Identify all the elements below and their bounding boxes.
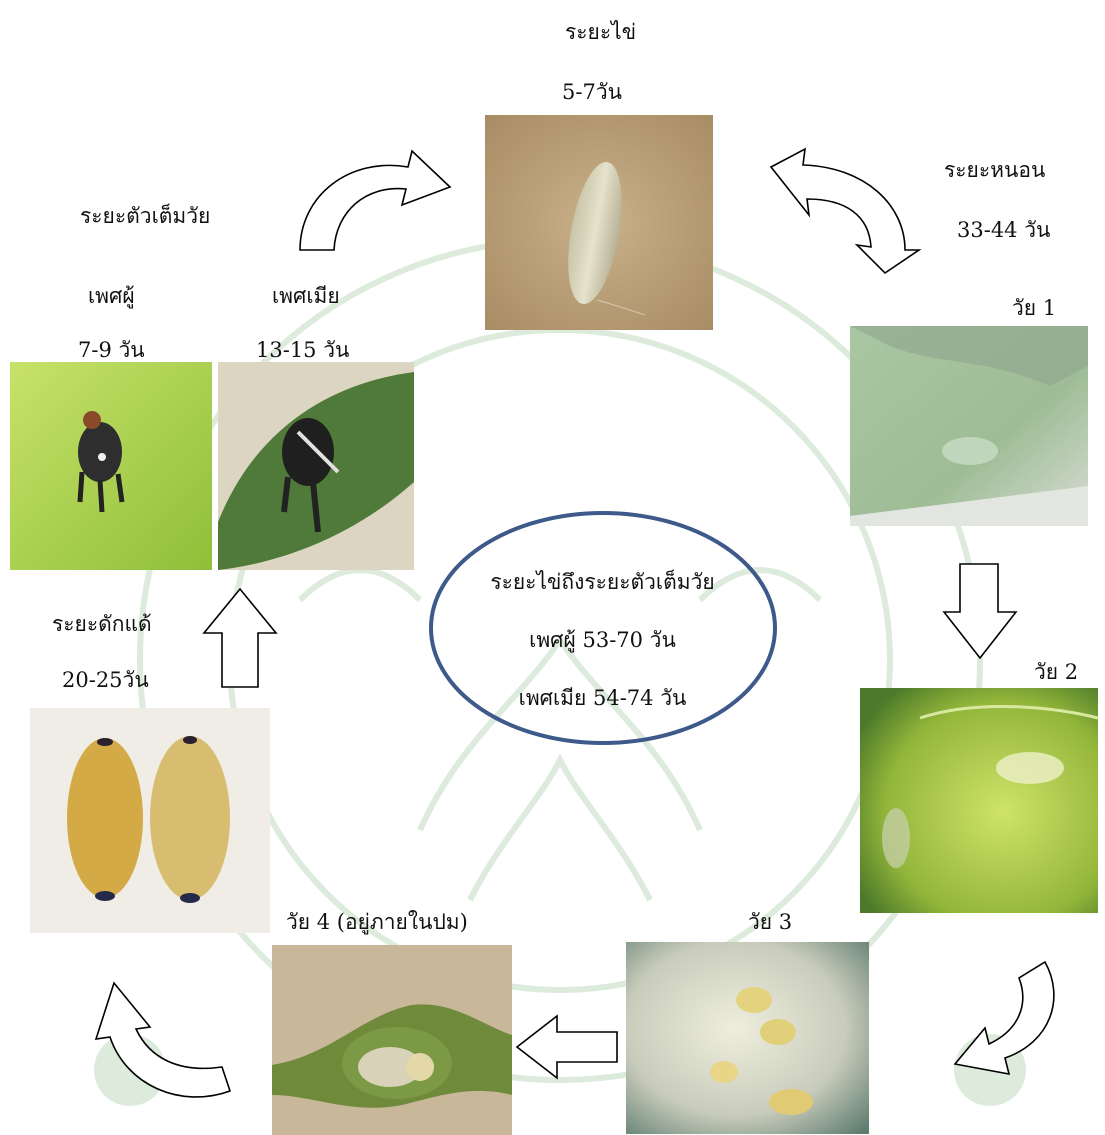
pupa-photo [30, 708, 270, 933]
arrow-instar2-to-instar3 [915, 958, 1065, 1098]
egg-stage-duration: 5-7วัน [562, 82, 622, 103]
egg-photo [485, 115, 713, 330]
adult-male-duration: 7-9 วัน [78, 340, 145, 361]
instar2-photo [860, 688, 1098, 913]
arrow-instar3-to-instar4 [515, 1012, 620, 1082]
instar4-label: วัย 4 (อยู่ภายในปม) [286, 912, 468, 933]
adult-female-duration: 13-15 วัน [256, 340, 349, 361]
adult-female-photo [218, 362, 414, 570]
adult-male-photo [10, 362, 212, 570]
larva-stage-title: ระยะหนอน [944, 160, 1045, 181]
instar1-label: วัย 1 [1012, 298, 1056, 319]
instar1-photo [850, 326, 1088, 526]
instar3-photo [626, 942, 869, 1134]
arrow-egg-to-larva [765, 145, 925, 275]
arrow-instar4-to-pupa [90, 975, 240, 1110]
larva-stage-duration: 33-44 วัน [957, 220, 1050, 241]
arrow-pupa-to-adult [200, 585, 280, 690]
pupa-stage-duration: 20-25วัน [62, 670, 149, 691]
adult-female-label: เพศเมีย [272, 286, 340, 307]
adult-male-label: เพศผู้ [88, 286, 135, 307]
adult-stage-title: ระยะตัวเต็มวัย [80, 206, 210, 227]
arrow-instar1-to-instar2 [940, 562, 1020, 662]
summary-line-1: ระยะไข่ถึงระยะตัวเต็มวัย [430, 572, 775, 593]
summary-line-2: เพศผู้ 53-70 วัน [430, 630, 775, 651]
instar4-photo [272, 945, 512, 1135]
pupa-stage-title: ระยะดักแด้ [52, 614, 152, 635]
egg-stage-title: ระยะไข่ [565, 22, 636, 43]
instar2-label: วัย 2 [1034, 662, 1078, 683]
arrow-adult-to-egg [290, 145, 460, 265]
instar3-label: วัย 3 [748, 912, 792, 933]
summary-line-3: เพศเมีย 54-74 วัน [430, 688, 775, 709]
